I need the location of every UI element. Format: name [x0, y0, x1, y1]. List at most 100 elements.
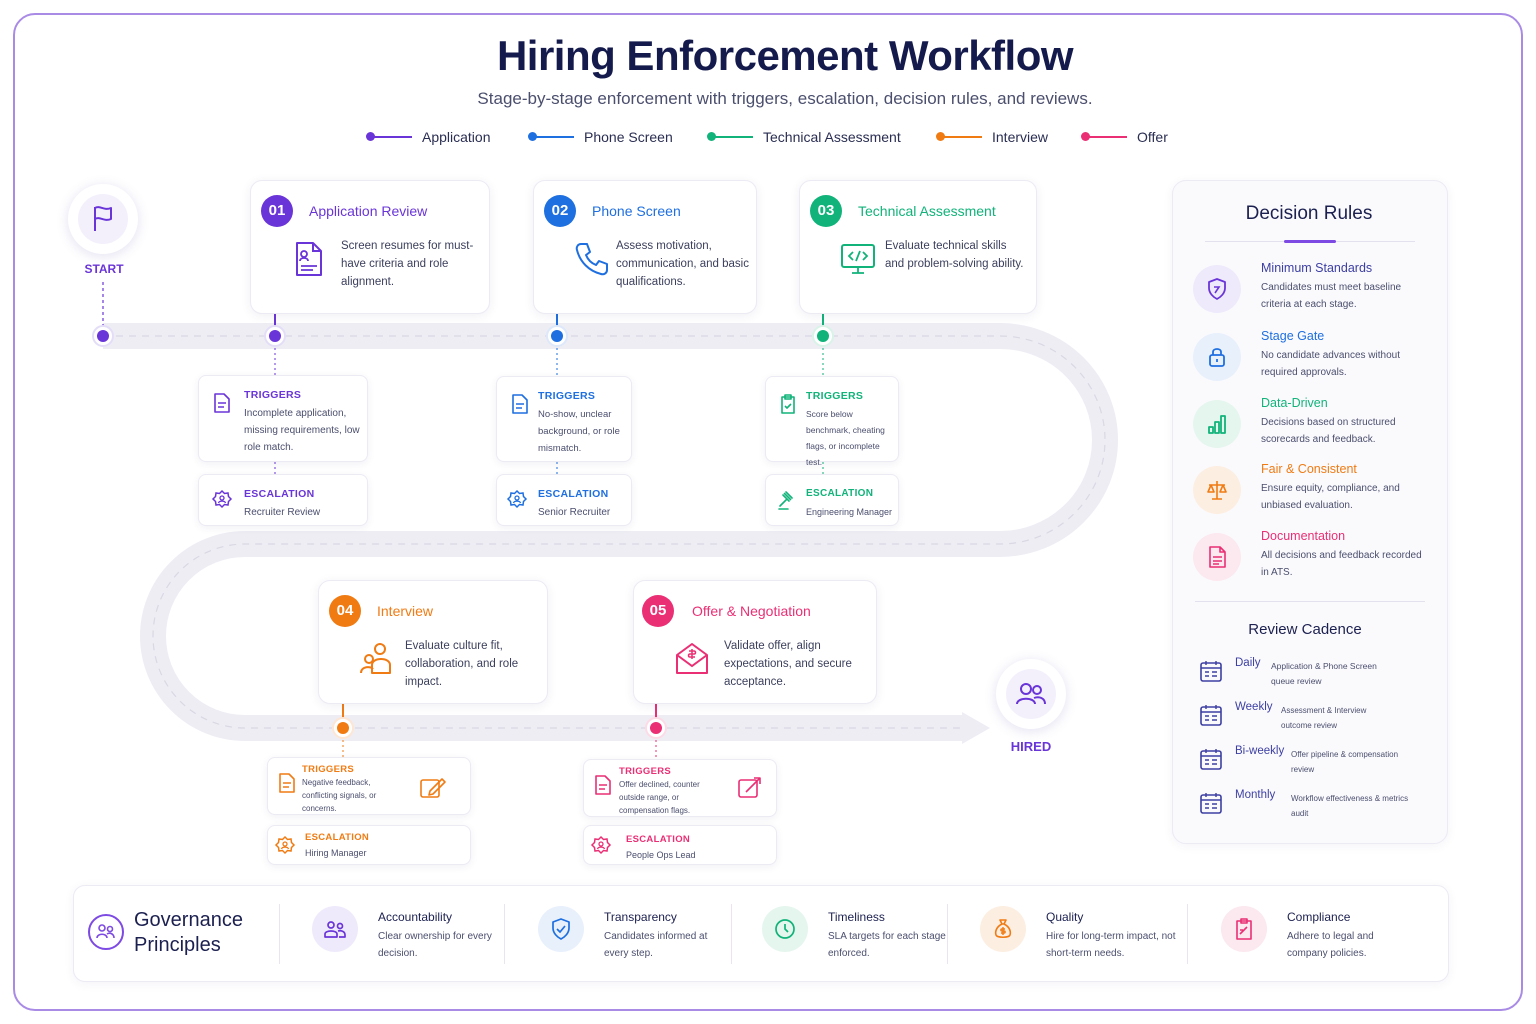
stage-title: Technical Assessment: [858, 203, 996, 219]
cadence-desc: Application & Phone Screen queue review: [1271, 661, 1377, 686]
divider: [947, 904, 948, 964]
money-bag-icon: [994, 919, 1012, 939]
divider: [279, 904, 280, 964]
cadence-desc: Assessment & Interview outcome review: [1281, 706, 1367, 730]
flag-icon: [94, 206, 112, 231]
divider: [1187, 904, 1188, 964]
escalation-card-application[interactable]: ESCALATION Recruiter Review: [198, 474, 368, 526]
shield-check-icon: [1208, 278, 1226, 300]
stage-title: Interview: [377, 603, 434, 619]
stage-card-technical-assessment[interactable]: 03 Technical Assessment Evaluate technic…: [799, 180, 1037, 314]
rule-item-data-driven: Data-Driven Decisions based on structure…: [1193, 396, 1443, 456]
triggers-card-phone-screen[interactable]: TRIGGERS No-show, unclear background, or…: [496, 376, 632, 462]
decision-rules-title: Decision Rules: [1245, 203, 1373, 224]
rule-item-fair-consistent: Fair & Consistent Ensure equity, complia…: [1193, 462, 1443, 522]
clipboard-check-icon: [781, 394, 795, 414]
legend-label: Application: [422, 129, 491, 145]
escalation-label: ESCALATION: [305, 832, 370, 843]
title-accent: [1284, 240, 1336, 243]
legend-label: Phone Screen: [584, 129, 673, 145]
calendar-icon: [1200, 705, 1222, 726]
page-title: Hiring Enforcement Workflow: [496, 32, 1074, 79]
principle-title: Quality: [1046, 910, 1084, 924]
rule-title: Fair & Consistent: [1261, 462, 1357, 476]
triggers-text: No-show, unclear background, or role mis…: [538, 409, 620, 454]
principle-title: Transparency: [604, 910, 677, 924]
hired-label: HIRED: [1010, 739, 1052, 754]
principle-icon-bg: [762, 906, 808, 952]
triggers-card-offer[interactable]: TRIGGERS Offer declined, counter outside…: [583, 759, 777, 817]
interview-people-icon: [360, 643, 391, 674]
clock-icon: [775, 919, 795, 939]
decision-rules-panel: Decision Rules Minimum Standards Candida…: [1172, 180, 1448, 844]
escalation-card-phone-screen[interactable]: ESCALATION Senior Recruiter: [496, 474, 632, 526]
stage-card-phone-screen[interactable]: 02 Phone Screen Assess motivation, commu…: [533, 180, 757, 314]
cadence-item-bi-weekly: Bi-weekly Offer pipeline & compensation …: [1199, 745, 1439, 785]
rule-icon-bg: [1193, 466, 1241, 514]
rule-desc: Decisions based on structured scorecards…: [1261, 417, 1396, 445]
principle-accountability: Accountability Clear ownership for every…: [312, 904, 522, 968]
escalation-text: Hiring Manager: [305, 848, 367, 858]
triggers-text: Incomplete application, missing requirem…: [244, 408, 360, 453]
document-icon: [279, 773, 295, 793]
rule-item-documentation: Documentation All decisions and feedback…: [1193, 529, 1443, 589]
rule-icon-bg: [1193, 533, 1241, 581]
principle-title: Compliance: [1287, 910, 1351, 924]
stage-title: Offer & Negotiation: [692, 603, 811, 619]
escalation-badge-icon: [274, 835, 296, 855]
legend-item-offer: Offer: [1081, 127, 1168, 147]
escalation-text: People Ops Lead: [626, 850, 696, 860]
legend-label: Offer: [1137, 129, 1168, 145]
start-badge-inner: [78, 194, 128, 244]
cadence-item-daily: Daily Application & Phone Screen queue r…: [1199, 657, 1439, 697]
stage-card-application-review[interactable]: 01 Application Review Screen resumes for…: [250, 180, 490, 314]
legend-item-phone-screen: Phone Screen: [528, 127, 673, 147]
escalation-text: Senior Recruiter: [538, 507, 611, 518]
bar-chart-icon: [1208, 415, 1226, 434]
principle-compliance: Compliance Adhere to legal and company p…: [1221, 904, 1431, 968]
rule-title: Data-Driven: [1261, 396, 1328, 410]
rule-icon-bg: [1193, 333, 1241, 381]
stage-card-offer-negotiation[interactable]: 05 Offer & Negotiation Validate offer, a…: [633, 580, 877, 704]
rule-item-stage-gate: Stage Gate No candidate advances without…: [1193, 329, 1443, 389]
document-icon: [214, 393, 230, 413]
cadence-name: Bi-weekly: [1235, 745, 1285, 757]
start-badge: [68, 184, 138, 254]
escalation-badge-icon: [590, 835, 612, 855]
page-subtitle: Stage-by-stage enforcement with triggers…: [477, 89, 1093, 108]
legend-item-interview: Interview: [936, 127, 1048, 147]
legend-swatch: [366, 132, 412, 141]
triggers-label: TRIGGERS: [244, 389, 302, 401]
escalation-label: ESCALATION: [538, 488, 609, 500]
principle-desc: SLA targets for each stage enforced.: [828, 931, 946, 959]
resume-icon: [296, 242, 322, 276]
triggers-card-interview[interactable]: TRIGGERS Negative feedback, conflicting …: [267, 757, 471, 815]
start-label: START: [84, 262, 124, 276]
triggers-card-technical-assessment[interactable]: TRIGGERS Score below benchmark, cheating…: [765, 376, 899, 467]
triggers-label: TRIGGERS: [538, 390, 596, 402]
escalation-card-offer[interactable]: ESCALATION People Ops Lead: [583, 825, 777, 865]
escalation-card-interview[interactable]: ESCALATION Hiring Manager: [267, 825, 471, 865]
legend-swatch: [1081, 132, 1127, 141]
legend-swatch: [528, 132, 574, 141]
escalation-badge-icon: [506, 489, 528, 509]
escalation-badge-icon: [211, 489, 233, 509]
principle-transparency: Transparency Candidates informed at ever…: [538, 904, 748, 968]
escalation-card-technical-assessment[interactable]: ESCALATION Engineering Manager: [765, 474, 899, 526]
legend-item-application: Application: [366, 127, 491, 147]
calendar-icon: [1200, 793, 1222, 814]
lock-icon: [1209, 348, 1225, 367]
triggers-card-application[interactable]: TRIGGERS Incomplete application, missing…: [198, 375, 368, 462]
escalation-label: ESCALATION: [244, 488, 315, 500]
stage-description: Evaluate technical skills and problem-so…: [885, 240, 1024, 270]
governance-panel: Governance Principles Accountability Cle…: [73, 885, 1449, 982]
stage-number: 04: [329, 595, 361, 627]
stage-card-interview[interactable]: 04 Interview Evaluate culture fit, colla…: [318, 580, 548, 704]
escalation-label: ESCALATION: [626, 834, 691, 845]
escalation-text: Recruiter Review: [244, 507, 321, 518]
calendar-icon: [1200, 749, 1222, 770]
principle-icon-bg: [312, 906, 358, 952]
cadence-name: Weekly: [1235, 701, 1273, 713]
triggers-text: Negative feedback, conflicting signals, …: [302, 778, 377, 813]
escalation-text: Engineering Manager: [806, 507, 893, 517]
